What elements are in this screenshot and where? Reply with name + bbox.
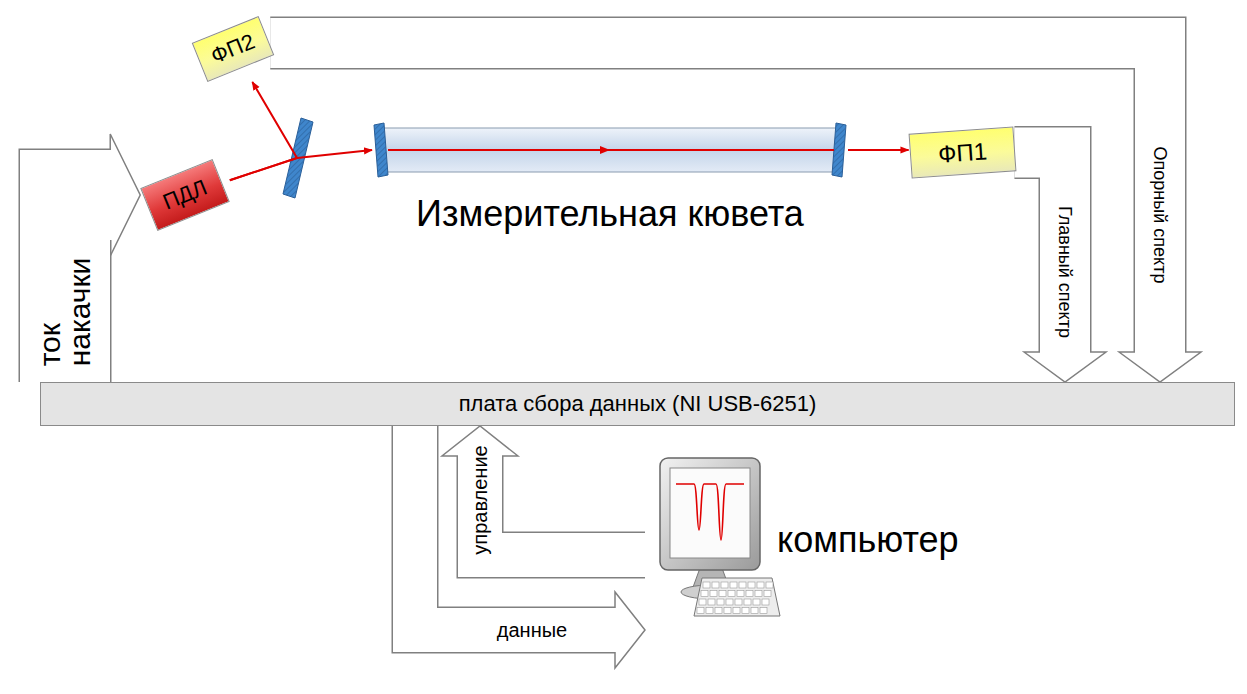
arrow-body-outline: [415, 426, 615, 630]
keyboard-key: [728, 591, 735, 597]
monitor-screen: [670, 468, 750, 558]
laser-box: ПДЛ: [140, 159, 230, 231]
laser-beam: [848, 150, 909, 151]
computer-icon: [660, 458, 780, 616]
keyboard-key: [744, 599, 751, 605]
arrow-body-outline: [270, 43, 1160, 352]
arrow-head: [1024, 352, 1106, 382]
keyboard-key: [753, 599, 760, 605]
keyboard-key: [730, 582, 737, 588]
photodetector-box: ФП2: [192, 16, 274, 82]
spectrum-curve: [676, 484, 744, 540]
monitor-frame: [660, 458, 760, 570]
node-text: ПДЛ: [159, 175, 210, 215]
beam-line: [230, 150, 372, 180]
keyboard-key: [746, 591, 753, 597]
arrow-label: Опорный спектр: [1151, 145, 1169, 286]
laser-beam: [230, 150, 372, 180]
keyboard-key: [755, 591, 762, 597]
keyboard-key: [701, 591, 708, 597]
keyboard-key: [737, 591, 744, 597]
keyboard-key: [751, 608, 758, 614]
computer-node: компьютер: [645, 450, 1025, 630]
node-text: Измерительная кювета: [416, 193, 804, 234]
arrow-head: [1119, 352, 1201, 382]
keyboard-key: [724, 608, 731, 614]
signal-arrow: [1014, 153, 1106, 383]
keyboard-key: [762, 599, 769, 605]
keyboard-key: [712, 582, 719, 588]
keyboard-key: [706, 608, 713, 614]
keyboard-key: [726, 599, 733, 605]
cuvette-node: Измерительная кювета: [372, 122, 848, 234]
keyboard-key: [717, 599, 724, 605]
arrow-head: [110, 134, 140, 256]
beam-line: [230, 82, 297, 180]
keyboard-key: [742, 608, 749, 614]
arrow-body: [480, 452, 645, 555]
keyboard-key: [697, 608, 704, 614]
keyboard-key: [760, 608, 767, 614]
arrow-body: [270, 43, 1160, 356]
arrow-label: Главный спектр: [1056, 204, 1074, 340]
beam-arrowhead: [600, 146, 610, 154]
keyboard-key: [764, 591, 771, 597]
laser-beam: [388, 149, 834, 151]
keyboard: [694, 578, 780, 616]
signal-arrow: [415, 426, 645, 668]
photodetector-box: ФП1: [909, 126, 1017, 178]
node-text: компьютер: [777, 519, 959, 560]
keyboard-key: [733, 608, 740, 614]
laser-beam: [230, 82, 297, 180]
arrow-body: [415, 426, 619, 630]
keyboard-key: [721, 582, 728, 588]
keyboard-key: [766, 582, 773, 588]
keyboard-key: [710, 591, 717, 597]
signal-arrow: [270, 43, 1201, 382]
node-text: ФП1: [937, 137, 988, 168]
keyboard-key: [735, 599, 742, 605]
beam-line: [848, 149, 909, 151]
keyboard-key: [739, 582, 746, 588]
cuvette-window: [832, 123, 846, 177]
cuvette-window: [374, 123, 388, 177]
arrow-head: [615, 592, 645, 668]
keyboard-key: [708, 599, 715, 605]
node-text: ФП2: [207, 29, 258, 69]
arrow-label: ток накачки: [35, 256, 95, 369]
arrow-label: данные: [495, 620, 569, 640]
arrow-label: управление: [470, 443, 490, 556]
keyboard-key: [719, 591, 726, 597]
node-text: плата сбора данных (NI USB-6251): [459, 391, 817, 416]
keyboard-key: [748, 582, 755, 588]
keyboard-key: [715, 608, 722, 614]
keyboard-keys: [697, 582, 773, 614]
keyboard-key: [699, 599, 706, 605]
keyboard-key: [757, 582, 764, 588]
keyboard-key: [703, 582, 710, 588]
cuvette-tube: [380, 128, 842, 172]
daq-board: плата сбора данных (NI USB-6251): [40, 382, 1235, 426]
